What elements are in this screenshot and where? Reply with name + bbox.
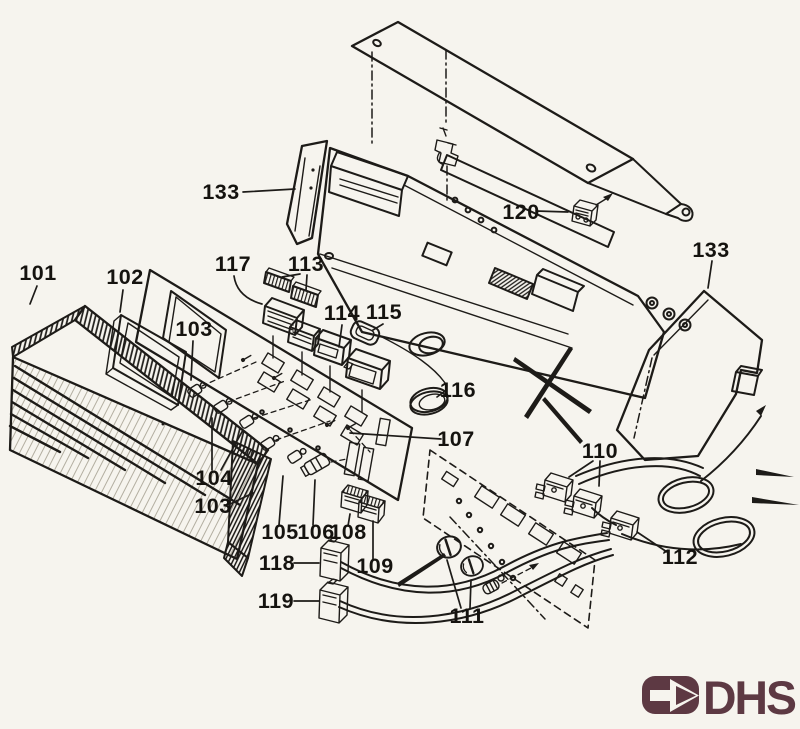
part-label-117: 117 <box>215 252 251 276</box>
part-label-101: 101 <box>19 261 56 285</box>
facia-panel <box>134 268 414 502</box>
part-label-119: 119 <box>258 589 294 613</box>
part-label-103-upper: 103 <box>175 317 212 341</box>
part-label-120: 120 <box>502 200 539 224</box>
mounting-pins <box>241 354 357 430</box>
knobs-111 <box>436 516 546 620</box>
part-label-112: 112 <box>662 545 698 569</box>
grille-end-trim-103 <box>223 440 272 577</box>
part-label-106: 106 <box>297 520 334 544</box>
bezel-115 <box>349 320 381 346</box>
part-label-109: 109 <box>356 554 393 578</box>
knob-spring-clip <box>482 579 500 595</box>
dhs-logo-text: DHS <box>703 671 796 724</box>
part-label-118: 118 <box>259 551 295 575</box>
wire-harness <box>575 405 799 558</box>
switch-109 <box>357 494 386 524</box>
part-label-105: 105 <box>261 520 298 544</box>
part-label-115: 115 <box>366 300 402 324</box>
clip-bracket <box>434 127 459 167</box>
part-label-104: 104 <box>195 466 232 490</box>
dhs-logo: DHS <box>642 671 798 724</box>
grommet-116 <box>409 386 449 416</box>
part-label-103-lower: 103 <box>194 494 231 518</box>
lamp-set-104 <box>187 381 280 451</box>
side-panel-right-133 <box>615 289 764 462</box>
switch-118 <box>319 536 350 582</box>
switch-wires <box>338 532 614 624</box>
part-label-133-left: 133 <box>202 180 239 204</box>
pointer-sticks <box>397 347 592 587</box>
part-label-113: 113 <box>288 252 324 276</box>
lamp-holder-106 <box>299 452 331 478</box>
switch-119 <box>318 578 349 624</box>
lamp-105 <box>287 447 307 464</box>
part-label-133-right: 133 <box>692 238 729 262</box>
part-label-108: 108 <box>329 520 366 544</box>
part-label-102: 102 <box>106 265 143 289</box>
top-cover-panel <box>350 20 694 222</box>
connector-blocks-110 <box>534 472 603 519</box>
switch-bank <box>262 267 448 413</box>
side-bracket-left-133 <box>285 139 329 246</box>
callouts: 133 120 133 101 102 117 113 103 114 115 … <box>19 180 729 628</box>
part-label-111: 111 <box>450 604 485 628</box>
chassis-body <box>316 146 692 400</box>
part-label-107: 107 <box>437 427 474 451</box>
part-label-116: 116 <box>440 378 476 402</box>
part-label-114: 114 <box>324 301 360 325</box>
mounting-plate-107 <box>422 449 596 629</box>
part-label-110: 110 <box>582 439 618 463</box>
